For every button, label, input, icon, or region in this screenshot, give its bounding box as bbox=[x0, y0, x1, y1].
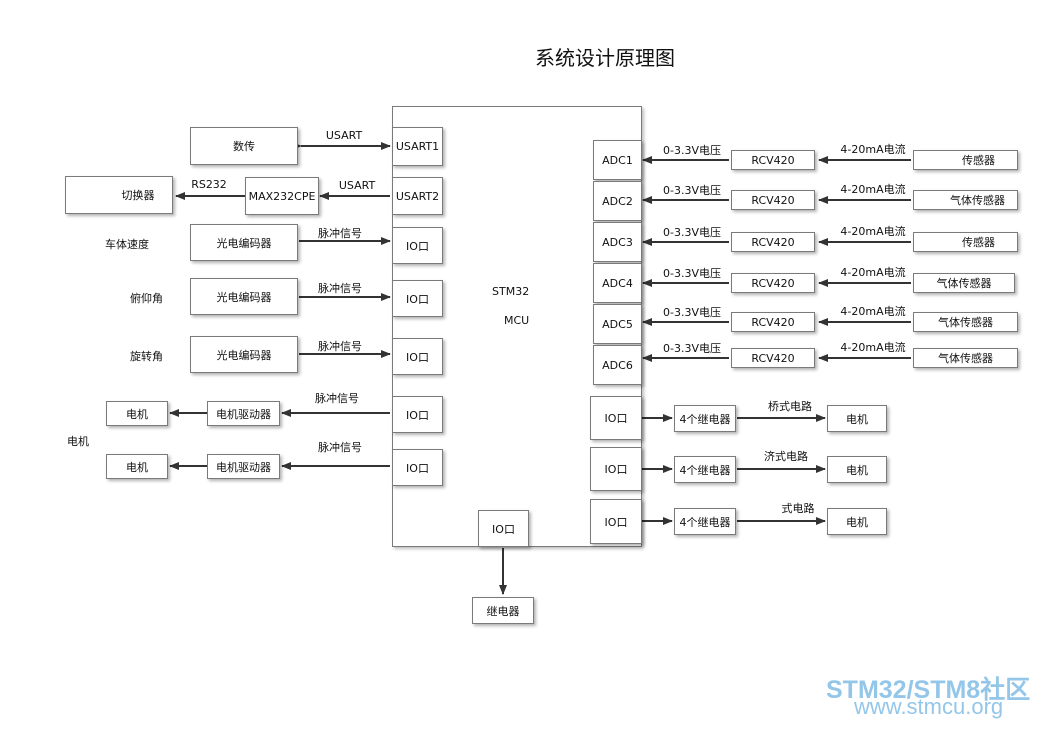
motor-driver-2: 电机驱动器 bbox=[207, 454, 280, 479]
current-label-6: 4-20mA电流 bbox=[840, 341, 906, 354]
relay-group-2: 4个继电器 bbox=[674, 456, 736, 483]
pulse-label-3: 脉冲信号 bbox=[318, 340, 362, 353]
circuit-label-2: 济式电路 bbox=[764, 450, 808, 463]
current-label-4: 4-20mA电流 bbox=[840, 266, 906, 279]
rcv420-5: RCV420 bbox=[731, 312, 815, 332]
data-radio-box: 数传 bbox=[190, 127, 298, 165]
voltage-label-1: 0-3.3V电压 bbox=[663, 144, 721, 157]
sensor-1: 传感器 bbox=[913, 150, 1018, 170]
photo-encoder-1: 光电编码器 bbox=[190, 224, 298, 261]
max232-box: MAX232CPE bbox=[245, 177, 319, 215]
sensor-2: 气体传感器 bbox=[913, 190, 1018, 210]
current-label-1: 4-20mA电流 bbox=[840, 143, 906, 156]
voltage-label-5: 0-3.3V电压 bbox=[663, 306, 721, 319]
watermark-line2: www.stmcu.org bbox=[854, 694, 1004, 719]
usart1-port: USART1 bbox=[392, 127, 443, 166]
rcv420-4: RCV420 bbox=[731, 273, 815, 293]
io-port-left-1: IO口 bbox=[392, 227, 443, 264]
rotation-angle-label: 旋转角 bbox=[130, 350, 163, 363]
voltage-label-4: 0-3.3V电压 bbox=[663, 267, 721, 280]
io-port-left-4: IO口 bbox=[392, 396, 443, 433]
adc-port-1: ADC1 bbox=[593, 140, 642, 180]
io-port-right-2: IO口 bbox=[590, 447, 642, 491]
photo-encoder-3: 光电编码器 bbox=[190, 336, 298, 373]
pitch-angle-label: 俯仰角 bbox=[130, 292, 163, 305]
photo-encoder-2: 光电编码器 bbox=[190, 278, 298, 315]
io-port-left-2: IO口 bbox=[392, 280, 443, 317]
io-port-bottom: IO口 bbox=[478, 510, 529, 547]
motor-left-2: 电机 bbox=[106, 454, 168, 479]
circuit-label-1: 桥式电路 bbox=[768, 400, 812, 413]
pulse-label-5: 脉冲信号 bbox=[318, 441, 362, 454]
motor-right-1: 电机 bbox=[827, 405, 887, 432]
rs232-link-label: RS232 bbox=[191, 178, 227, 191]
pulse-label-4: 脉冲信号 bbox=[315, 392, 359, 405]
mcu-label-line2: MCU bbox=[504, 314, 530, 327]
mcu-label-line1: STM32 bbox=[492, 285, 530, 298]
voltage-label-3: 0-3.3V电压 bbox=[663, 226, 721, 239]
motor-right-2: 电机 bbox=[827, 456, 887, 483]
sensor-3: 传感器 bbox=[913, 232, 1018, 252]
usart2-link-label: USART bbox=[338, 179, 376, 192]
current-label-3: 4-20mA电流 bbox=[840, 225, 906, 238]
vehicle-speed-label: 车体速度 bbox=[105, 238, 149, 251]
sensor-3-label: 传感器 bbox=[962, 236, 995, 249]
pulse-label-2: 脉冲信号 bbox=[318, 282, 362, 295]
relay-bottom: 继电器 bbox=[472, 597, 534, 624]
adc-port-6: ADC6 bbox=[593, 345, 642, 385]
pulse-label-1: 脉冲信号 bbox=[318, 227, 362, 240]
motor-left-1: 电机 bbox=[106, 401, 168, 426]
io-port-right-1: IO口 bbox=[590, 396, 642, 440]
relay-group-3: 4个继电器 bbox=[674, 508, 736, 535]
sensor-1-label: 传感器 bbox=[962, 154, 995, 167]
motor-side-label: 电机 bbox=[67, 435, 89, 448]
sensor-6: 气体传感器 bbox=[913, 348, 1018, 368]
rcv420-3: RCV420 bbox=[731, 232, 815, 252]
adc-port-2: ADC2 bbox=[593, 181, 642, 221]
io-port-right-3: IO口 bbox=[590, 499, 642, 544]
voltage-label-6: 0-3.3V电压 bbox=[663, 342, 721, 355]
diagram-title: 系统设计原理图 bbox=[535, 46, 675, 70]
usart2-port: USART2 bbox=[392, 177, 443, 215]
usart1-link-label: USART bbox=[325, 129, 363, 142]
relay-group-1: 4个继电器 bbox=[674, 405, 736, 432]
current-label-5: 4-20mA电流 bbox=[840, 305, 906, 318]
current-label-2: 4-20mA电流 bbox=[840, 183, 906, 196]
sensor-5: 气体传感器 bbox=[913, 312, 1018, 332]
io-port-left-5: IO口 bbox=[392, 449, 443, 486]
motor-driver-1: 电机驱动器 bbox=[207, 401, 280, 426]
adc-port-4: ADC4 bbox=[593, 263, 642, 303]
sensor-2-label: 气体传感器 bbox=[950, 194, 1005, 207]
circuit-label-3: 式电路 bbox=[781, 502, 815, 515]
rcv420-2: RCV420 bbox=[731, 190, 815, 210]
watermark-line1: STM32/STM8社区 bbox=[826, 676, 1031, 704]
sensor-4: 气体传感器 bbox=[913, 273, 1015, 293]
motor-right-3: 电机 bbox=[827, 508, 887, 535]
switcher-label: 切换器 bbox=[121, 189, 155, 202]
rcv420-1: RCV420 bbox=[731, 150, 815, 170]
adc-port-3: ADC3 bbox=[593, 222, 642, 262]
adc-port-5: ADC5 bbox=[593, 304, 642, 344]
rcv420-6: RCV420 bbox=[731, 348, 815, 368]
switcher-box: 切换器 bbox=[65, 176, 173, 214]
io-port-left-3: IO口 bbox=[392, 338, 443, 375]
voltage-label-2: 0-3.3V电压 bbox=[663, 184, 721, 197]
